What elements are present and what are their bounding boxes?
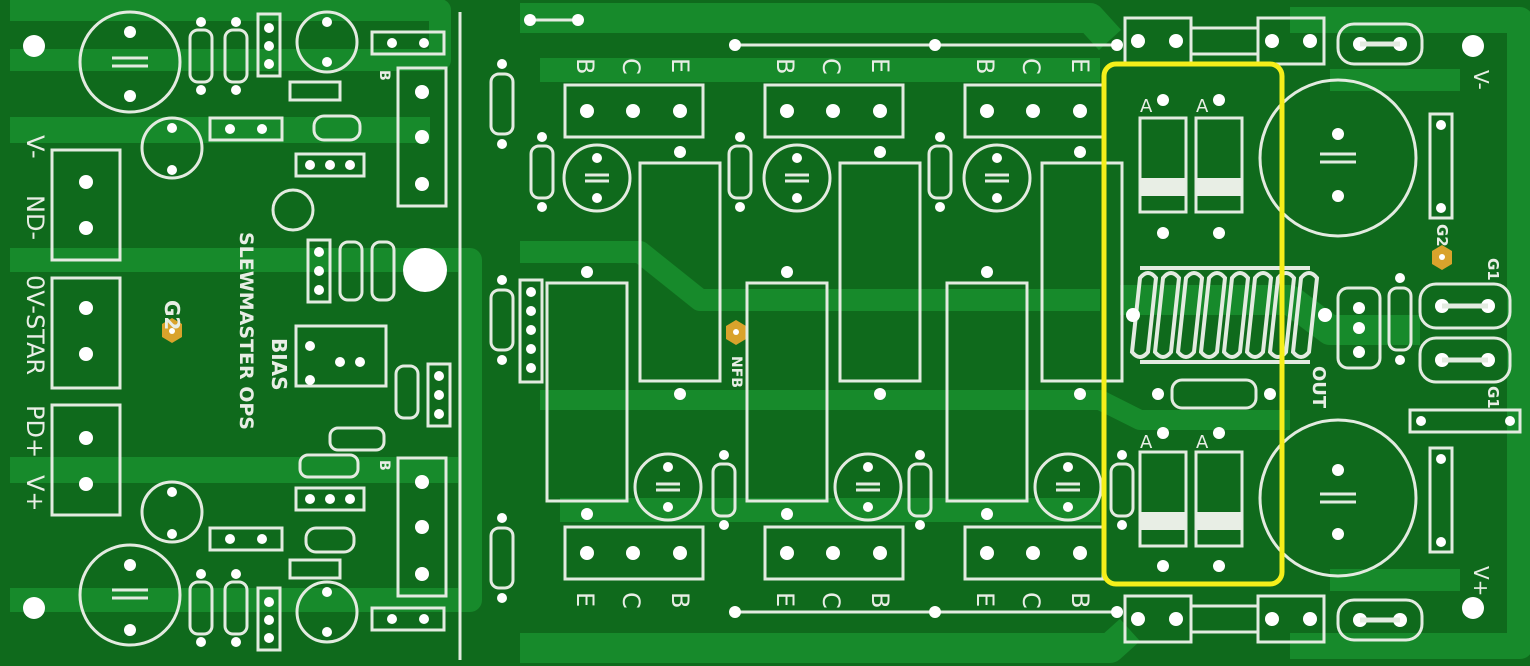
right-pad-links: [1360, 41, 1488, 623]
ground-mark-g1-top: G1: [1484, 258, 1502, 281]
pin-c-4: C: [617, 592, 645, 609]
pin-e-4: E: [571, 592, 599, 607]
rails: [458, 12, 1122, 660]
svg-text:V-: V-: [21, 135, 49, 159]
label-v-minus-right: V-: [1469, 70, 1493, 90]
nfb-label: NFB: [728, 356, 744, 388]
right-caps: [1258, 78, 1418, 578]
pin-e-2: E: [866, 58, 894, 73]
out-label: OUT: [1308, 366, 1329, 409]
pin-b-1: B: [571, 58, 599, 74]
power-resistor-pads: [581, 146, 1086, 520]
power-resistors: [545, 161, 1124, 503]
pin-b-3: B: [971, 58, 999, 74]
transistor-pads: [580, 104, 1087, 560]
label-v-plus-right: V+: [1469, 566, 1493, 596]
r126-pads: [1152, 388, 1276, 400]
mid-cap-pads: [592, 153, 1073, 512]
pin-b-5: B: [866, 592, 894, 608]
diode-pads: [1157, 94, 1225, 572]
mid-resistors: [489, 72, 1413, 590]
rail-dots: [524, 14, 1123, 618]
pin-b-4: B: [666, 592, 694, 608]
right-small-parts: [1336, 22, 1522, 642]
pin-c-6: C: [1017, 592, 1045, 609]
left-connector-labels: V- ND- 0V-STAR PD+ V+: [21, 135, 49, 512]
label-v-minus: V-: [21, 135, 49, 159]
pin-e-5: E: [771, 592, 799, 607]
pin-b-2: B: [771, 58, 799, 74]
pin-c-2: C: [817, 58, 845, 75]
inductor-pads: [1126, 308, 1332, 322]
left-caps: [78, 10, 359, 647]
diodes: [1138, 116, 1244, 548]
pin-b-6: B: [1066, 592, 1094, 608]
pin-labels-bottom: E C B E C B E C B: [571, 592, 1094, 609]
left-area-labels: G2 BIAS SLEWMASTER OPS B B: [160, 70, 392, 471]
label-nd-minus: ND-: [21, 195, 49, 240]
bias-b-mark-top: B: [376, 70, 392, 81]
left-small-pads: [196, 17, 444, 647]
right-small-pads: [1353, 37, 1515, 627]
fuse-pads: [1131, 34, 1317, 626]
left-small-parts: [188, 12, 452, 652]
pin-labels-top: B C E B C E B C E: [571, 58, 1094, 75]
ground-mark-g2-left: G2: [160, 300, 184, 330]
diode-a-4: A: [1196, 432, 1209, 453]
diode-a-marks: A A A A: [1140, 96, 1209, 453]
pin-e-6: E: [971, 592, 999, 607]
bias-label: BIAS: [267, 338, 291, 391]
r126-body: [1170, 378, 1258, 410]
mounting-holes: [23, 35, 1484, 619]
mid-caps: [562, 143, 1103, 522]
diode-a-1: A: [1140, 96, 1153, 117]
cap-symbols: [112, 56, 1356, 600]
pin-c-5: C: [817, 592, 845, 609]
right-cap-pads: [1332, 128, 1344, 540]
copper-traces: [10, 0, 1530, 663]
diode-a-2: A: [1196, 96, 1209, 117]
board-title: SLEWMASTER OPS: [235, 232, 257, 430]
mid-resistor-pads: [497, 59, 1405, 603]
fuse-blocks: [1123, 16, 1326, 644]
pin-c-1: C: [617, 58, 645, 75]
diode-a-3: A: [1140, 432, 1153, 453]
transistor-headers: [563, 83, 1105, 581]
right-side-labels: V- V+ G2 G1 G1 OUT: [1308, 70, 1502, 596]
label-pd-plus: PD+: [21, 405, 49, 458]
ground-mark-g2-right: G2: [1433, 224, 1451, 247]
left-connector: [50, 148, 122, 517]
pin-c-3: C: [1017, 58, 1045, 75]
diode-bands: [1140, 178, 1242, 530]
pin-e-1: E: [666, 58, 694, 73]
left-cap-pads: [124, 17, 332, 637]
gold-ground-pads: [162, 245, 1452, 345]
highlight-box: [1101, 61, 1285, 587]
pin-e-3: E: [1066, 58, 1094, 73]
label-v-plus: V+: [21, 475, 49, 512]
bias-b-mark-bottom: B: [376, 460, 392, 471]
ground-mark-g1-bottom: G1: [1484, 386, 1502, 409]
label-0v-star: 0V-STAR: [21, 275, 49, 375]
